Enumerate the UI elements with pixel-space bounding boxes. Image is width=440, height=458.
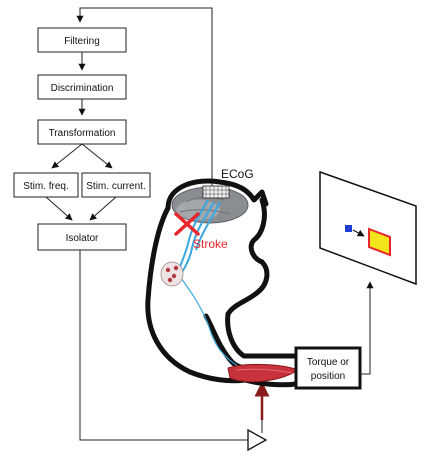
arrow-transform-to-freq bbox=[51, 143, 83, 169]
stim-freq-label: Stim. freq. bbox=[23, 181, 69, 192]
isolator-box: Isolator bbox=[37, 223, 127, 251]
ecog-label: ECoG bbox=[221, 167, 254, 181]
filtering-box: Filtering bbox=[37, 27, 127, 53]
filtering-label: Filtering bbox=[64, 36, 100, 47]
discrimination-label: Discrimination bbox=[51, 83, 114, 94]
stroke-x-mark bbox=[174, 212, 200, 236]
torque-label-line1: Torque or bbox=[307, 357, 350, 368]
arrow-transform-to-current bbox=[81, 143, 113, 169]
stim-freq-box: Stim. freq. bbox=[13, 172, 79, 198]
stroke-label: Stroke bbox=[193, 237, 228, 251]
target-square bbox=[368, 227, 391, 257]
torque-to-display-line bbox=[360, 281, 374, 375]
isolator-output-line bbox=[79, 250, 248, 441]
isolator-label: Isolator bbox=[66, 233, 99, 244]
torque-label-line2: position bbox=[311, 371, 345, 382]
cursor-square bbox=[345, 225, 352, 232]
arrow-freq-to-isolator bbox=[45, 196, 73, 221]
stim-current-label: Stim. current. bbox=[86, 181, 145, 192]
stimulator-triangle bbox=[247, 428, 268, 452]
torque-position-box: Torque or position bbox=[294, 346, 362, 390]
transformation-box: Transformation bbox=[37, 119, 127, 145]
transformation-label: Transformation bbox=[49, 128, 116, 139]
forearm-muscle bbox=[227, 363, 300, 383]
arrow-current-to-isolator bbox=[89, 196, 117, 221]
ecog-feedback-line bbox=[76, 7, 213, 186]
ecog-grid bbox=[202, 185, 230, 199]
display-screen bbox=[319, 170, 417, 286]
spinal-ganglion bbox=[160, 261, 184, 287]
cursor-arrow bbox=[352, 229, 365, 237]
stim-current-box: Stim. current. bbox=[81, 172, 151, 198]
discrimination-box: Discrimination bbox=[37, 74, 127, 100]
